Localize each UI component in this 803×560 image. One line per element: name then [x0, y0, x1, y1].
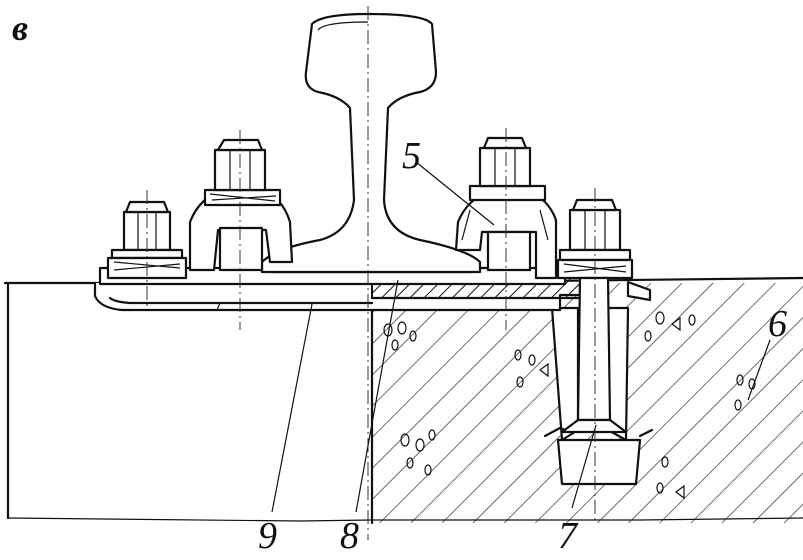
label-9: 9	[258, 515, 277, 557]
dowel-insert	[543, 306, 654, 486]
label-5: 5	[402, 135, 421, 177]
rail	[260, 12, 482, 274]
clamp-left	[188, 138, 294, 272]
centerlines	[146, 6, 596, 540]
label-7: 7	[558, 515, 579, 557]
panel-letter: в	[12, 8, 28, 48]
leader-lines	[271, 161, 771, 513]
sleeper-left	[3, 281, 374, 522]
label-8: 8	[340, 515, 359, 557]
clamp-right	[454, 136, 558, 280]
label-6: 6	[768, 303, 787, 345]
